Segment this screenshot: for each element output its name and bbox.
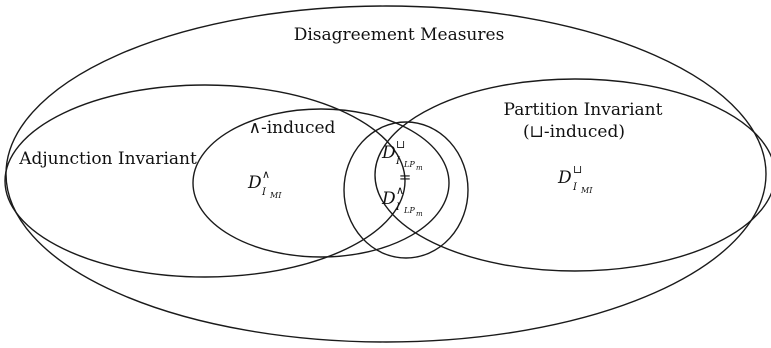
svg-text:MI: MI [580,186,593,195]
svg-text:⊔: ⊔ [573,163,582,176]
partition-invariant-label: Partition Invariant [504,100,663,120]
and-induced-ellipse [192,108,450,258]
svg-text:⊔: ⊔ [396,138,405,151]
center-ellipse [343,121,469,259]
svg-text:∧: ∧ [262,168,270,181]
disagreement-measures-ellipse [5,5,767,343]
svg-text:m: m [416,210,423,218]
svg-text:I: I [395,202,401,213]
svg-text:m: m [416,164,423,172]
d-partition-mi-symbol: D ⊔ I MI [557,163,593,195]
partition-invariant-ellipse [374,78,771,272]
adjunction-invariant-ellipse [4,84,406,278]
and-induced-label: ∧-induced [249,118,336,138]
equals-sign: = [399,168,412,186]
svg-text:I: I [572,182,578,193]
svg-text:I: I [395,156,401,167]
svg-text:D: D [247,173,262,193]
svg-text:LP: LP [403,206,415,215]
svg-text:D: D [557,168,572,188]
svg-text:LP: LP [403,160,415,169]
d-partition-lpm-symbol: D ⊔ I LP m [381,138,423,172]
svg-text:∧: ∧ [396,184,404,197]
svg-text:I: I [261,187,267,198]
svg-text:MI: MI [269,191,282,200]
d-and-mi-symbol: D ∧ I MI [247,168,282,200]
svg-text:D: D [381,189,396,209]
disagreement-measures-label: Disagreement Measures [294,25,505,45]
d-and-lpm-symbol: D ∧ I LP m [381,184,423,218]
svg-text:D: D [381,143,396,163]
partition-induced-label: (⊔-induced) [523,122,625,142]
adjunction-invariant-label: Adjunction Invariant [18,149,197,169]
